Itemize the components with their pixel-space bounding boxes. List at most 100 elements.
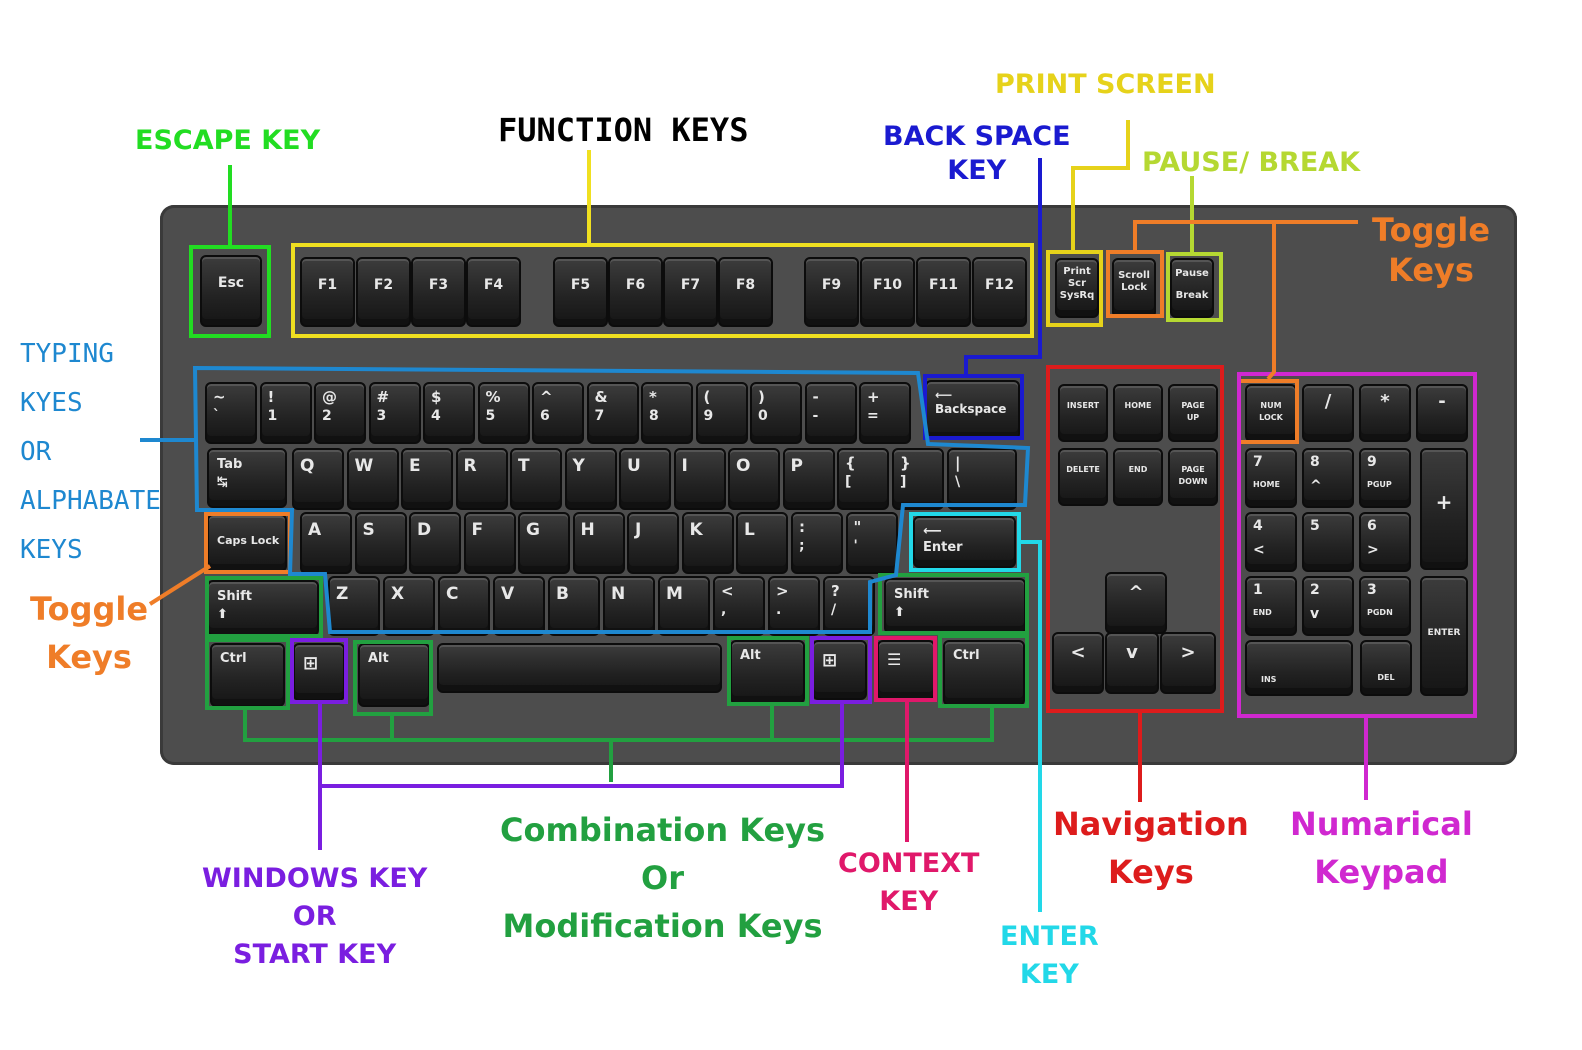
right-windows-key[interactable]: ⊞ (812, 640, 867, 700)
numpad-ins-key[interactable]: INS (1245, 640, 1353, 696)
numpad-key[interactable]: 8^ (1302, 448, 1354, 508)
letter-key[interactable]: I (673, 448, 726, 510)
arrow-right-key[interactable]: > (1160, 632, 1216, 694)
numpad-del-key[interactable]: DEL (1360, 640, 1412, 696)
letter-key[interactable]: J (627, 512, 679, 574)
letter-key[interactable]: C (438, 576, 490, 636)
function-key[interactable]: F1 (300, 257, 355, 327)
numpad-key[interactable]: 6> (1359, 512, 1411, 572)
function-key[interactable]: F11 (916, 257, 971, 327)
number-row-key[interactable]: ^6 (532, 382, 584, 444)
nav-key[interactable]: END (1113, 448, 1163, 506)
nav-key[interactable]: HOME (1113, 384, 1163, 442)
number-row-key[interactable]: %5 (477, 382, 530, 444)
letter-key[interactable]: W (346, 448, 399, 510)
function-key[interactable]: F8 (718, 257, 773, 327)
letter-key[interactable]: H (572, 512, 625, 574)
punctuation-key[interactable]: ?/ (823, 576, 875, 636)
function-key[interactable]: F4 (466, 257, 521, 327)
nav-key[interactable]: DELETE (1058, 448, 1108, 506)
right-alt-key[interactable]: Alt (730, 640, 805, 704)
nav-key[interactable]: PAGE UP (1168, 384, 1218, 442)
letter-key[interactable]: E (401, 448, 453, 510)
letter-key[interactable]: L (736, 512, 788, 574)
left-alt-key[interactable]: Alt (358, 643, 430, 707)
numpad-key[interactable]: NUM LOCK (1245, 384, 1297, 442)
letter-key[interactable]: R (455, 448, 508, 510)
punctuation-key[interactable]: >. (768, 576, 820, 636)
left-shift-key[interactable]: Shift ⬆ (207, 580, 319, 636)
caps-lock-key[interactable]: Caps Lock (207, 514, 287, 572)
number-row-key[interactable]: )0 (750, 382, 802, 444)
punctuation-key[interactable]: :; (791, 512, 843, 574)
function-key[interactable]: F7 (663, 257, 718, 327)
function-key[interactable]: F12 (972, 257, 1027, 327)
function-key[interactable]: F2 (356, 257, 411, 327)
space-bar[interactable] (437, 643, 722, 693)
numpad-key[interactable]: 5 (1302, 512, 1354, 572)
letter-key[interactable]: S (354, 512, 407, 574)
letter-key[interactable]: D (409, 512, 461, 574)
letter-key[interactable]: P (782, 448, 835, 510)
letter-key[interactable]: Y (564, 448, 617, 510)
numpad-key[interactable]: * (1359, 384, 1411, 442)
function-key[interactable]: F9 (804, 257, 859, 327)
letter-key[interactable]: K (681, 512, 734, 574)
number-row-key[interactable]: *8 (641, 382, 693, 444)
letter-key[interactable]: G (518, 512, 570, 574)
letter-key[interactable]: U (619, 448, 671, 510)
esc-key[interactable]: Esc (200, 255, 262, 327)
nav-key[interactable]: PAGE DOWN (1168, 448, 1218, 506)
arrow-left-key[interactable]: < (1052, 632, 1104, 694)
left-windows-key[interactable]: ⊞ (293, 643, 345, 701)
bracket-key[interactable]: {[ (837, 448, 889, 510)
letter-key[interactable]: Z (328, 576, 380, 636)
context-menu-key[interactable]: ☰ (877, 640, 935, 700)
function-key[interactable]: F5 (553, 257, 608, 327)
punctuation-key[interactable]: "' (845, 512, 898, 574)
letter-key[interactable]: V (493, 576, 545, 636)
number-row-key[interactable]: &7 (586, 382, 639, 444)
numpad-plus-key[interactable]: + (1420, 448, 1468, 570)
letter-key[interactable]: A (300, 512, 352, 574)
letter-key[interactable]: M (658, 576, 710, 636)
tab-key[interactable]: Tab ↹ (207, 448, 287, 508)
arrow-down-key[interactable]: v (1105, 632, 1159, 694)
letter-key[interactable]: Q (292, 448, 344, 510)
letter-key[interactable]: N (603, 576, 655, 636)
arrow-up-key[interactable]: ^ (1105, 572, 1167, 634)
enter-key[interactable]: ⟵ Enter (913, 516, 1016, 568)
number-row-key[interactable]: += (859, 382, 911, 444)
number-row-key[interactable]: (9 (695, 382, 748, 444)
print-screen-key[interactable]: Print Scr SysRq (1055, 258, 1099, 318)
right-ctrl-key[interactable]: Ctrl (943, 640, 1025, 706)
numpad-enter-key[interactable]: ENTER (1420, 576, 1468, 696)
left-ctrl-key[interactable]: Ctrl (210, 643, 285, 707)
function-key[interactable]: F3 (411, 257, 466, 327)
scroll-lock-key[interactable]: Scroll Lock (1112, 258, 1156, 318)
nav-key[interactable]: INSERT (1058, 384, 1108, 442)
letter-key[interactable]: B (548, 576, 600, 636)
bracket-key[interactable]: |\ (947, 448, 1017, 510)
function-key[interactable]: F6 (608, 257, 663, 327)
pause-break-key[interactable]: Pause Break (1170, 258, 1214, 318)
numpad-key[interactable]: / (1302, 384, 1354, 442)
number-row-key[interactable]: @2 (314, 382, 366, 444)
letter-key[interactable]: O (728, 448, 780, 510)
number-row-key[interactable]: #3 (368, 382, 421, 444)
punctuation-key[interactable]: <, (713, 576, 765, 636)
backspace-key[interactable]: ⟵ Backspace (925, 380, 1020, 440)
right-shift-key[interactable]: Shift ⬆ (884, 578, 1026, 634)
numpad-key[interactable]: 4< (1245, 512, 1297, 572)
number-row-key[interactable]: !1 (259, 382, 312, 444)
letter-key[interactable]: T (510, 448, 562, 510)
letter-key[interactable]: X (383, 576, 435, 636)
numpad-key[interactable]: - (1416, 384, 1468, 442)
bracket-key[interactable]: }] (892, 448, 944, 510)
function-key[interactable]: F10 (860, 257, 915, 327)
number-row-key[interactable]: -- (804, 382, 857, 444)
